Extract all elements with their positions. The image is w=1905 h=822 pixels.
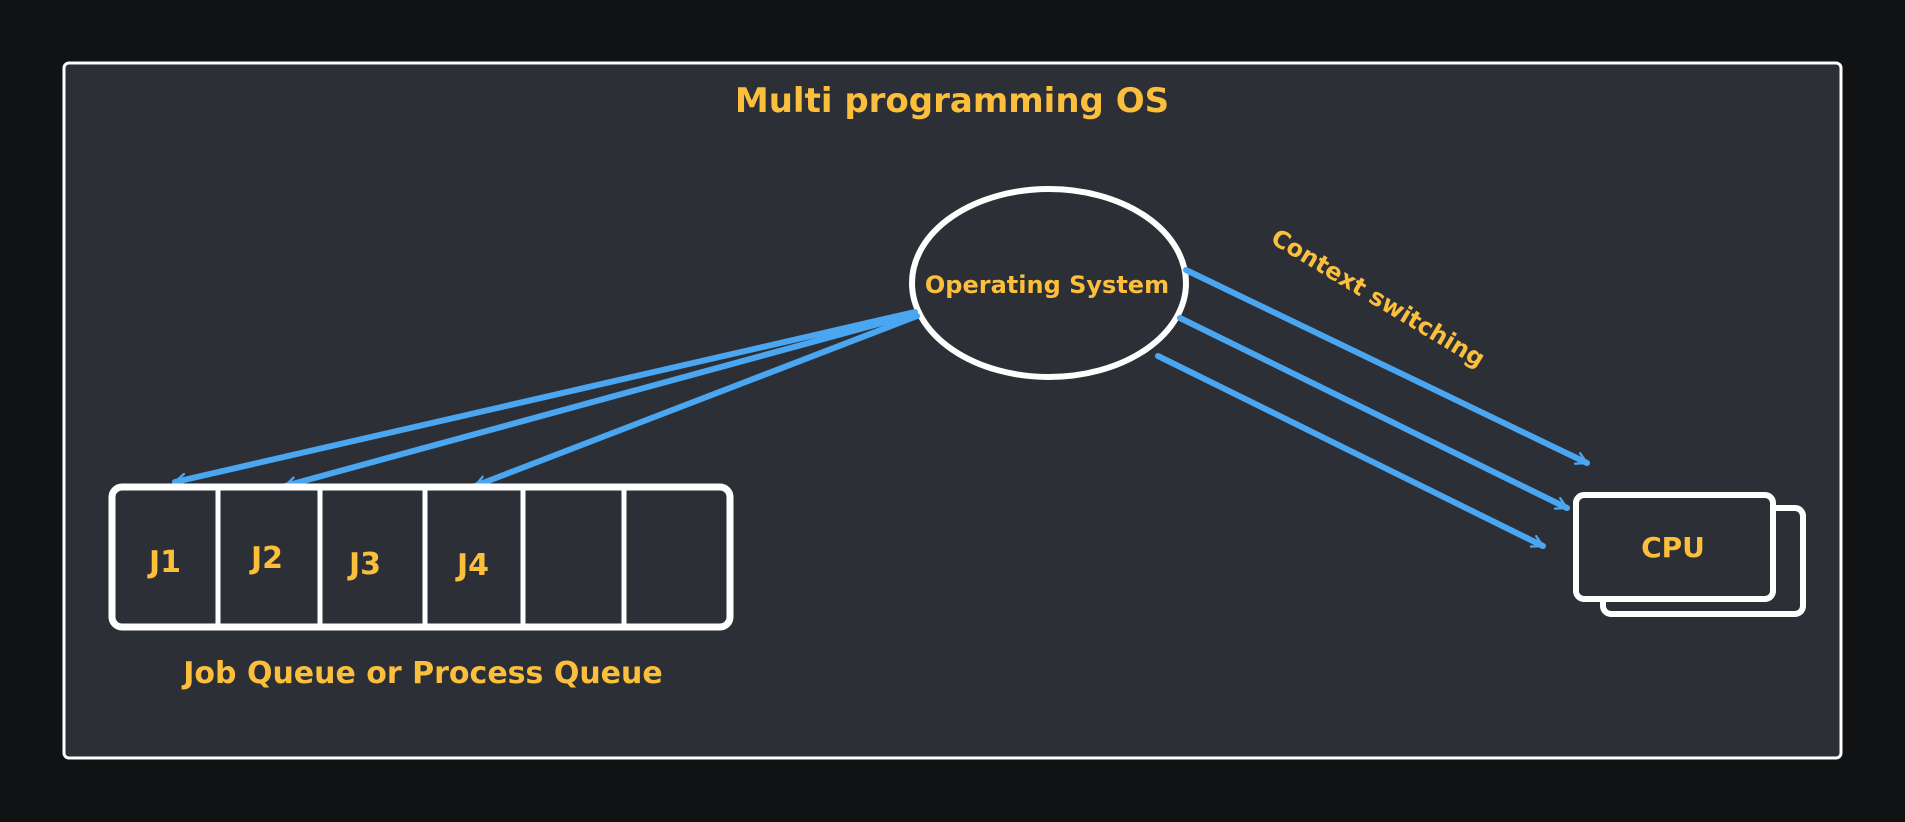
operating-system-label: Operating System xyxy=(925,271,1169,299)
job-queue-caption: Job Queue or Process Queue xyxy=(181,656,663,691)
context-switch-arrows xyxy=(1155,267,1590,549)
context-arrow-3 xyxy=(1155,353,1546,549)
job-label: J1 xyxy=(147,545,181,580)
outer-frame xyxy=(62,61,1843,760)
cpu-box-front xyxy=(1573,492,1776,602)
diagram-title: Multi programming OS xyxy=(735,81,1169,121)
os-to-queue-arrows xyxy=(172,309,920,491)
context-arrow-2 xyxy=(1177,315,1570,511)
job-label: J2 xyxy=(249,541,283,576)
job-queue: J1 J2 J3 J4 xyxy=(108,483,734,631)
job-queue-box xyxy=(108,483,734,631)
job-label: J3 xyxy=(347,547,381,582)
cpu: CPU xyxy=(1573,492,1806,617)
context-arrow-1 xyxy=(1183,267,1590,466)
arrow-to-j2 xyxy=(282,311,918,491)
arrow-to-j4 xyxy=(472,313,920,489)
arrow-to-j1 xyxy=(172,309,918,487)
cpu-label: CPU xyxy=(1641,531,1705,564)
job-label: J4 xyxy=(455,548,489,583)
operating-system-ellipse xyxy=(909,186,1189,380)
